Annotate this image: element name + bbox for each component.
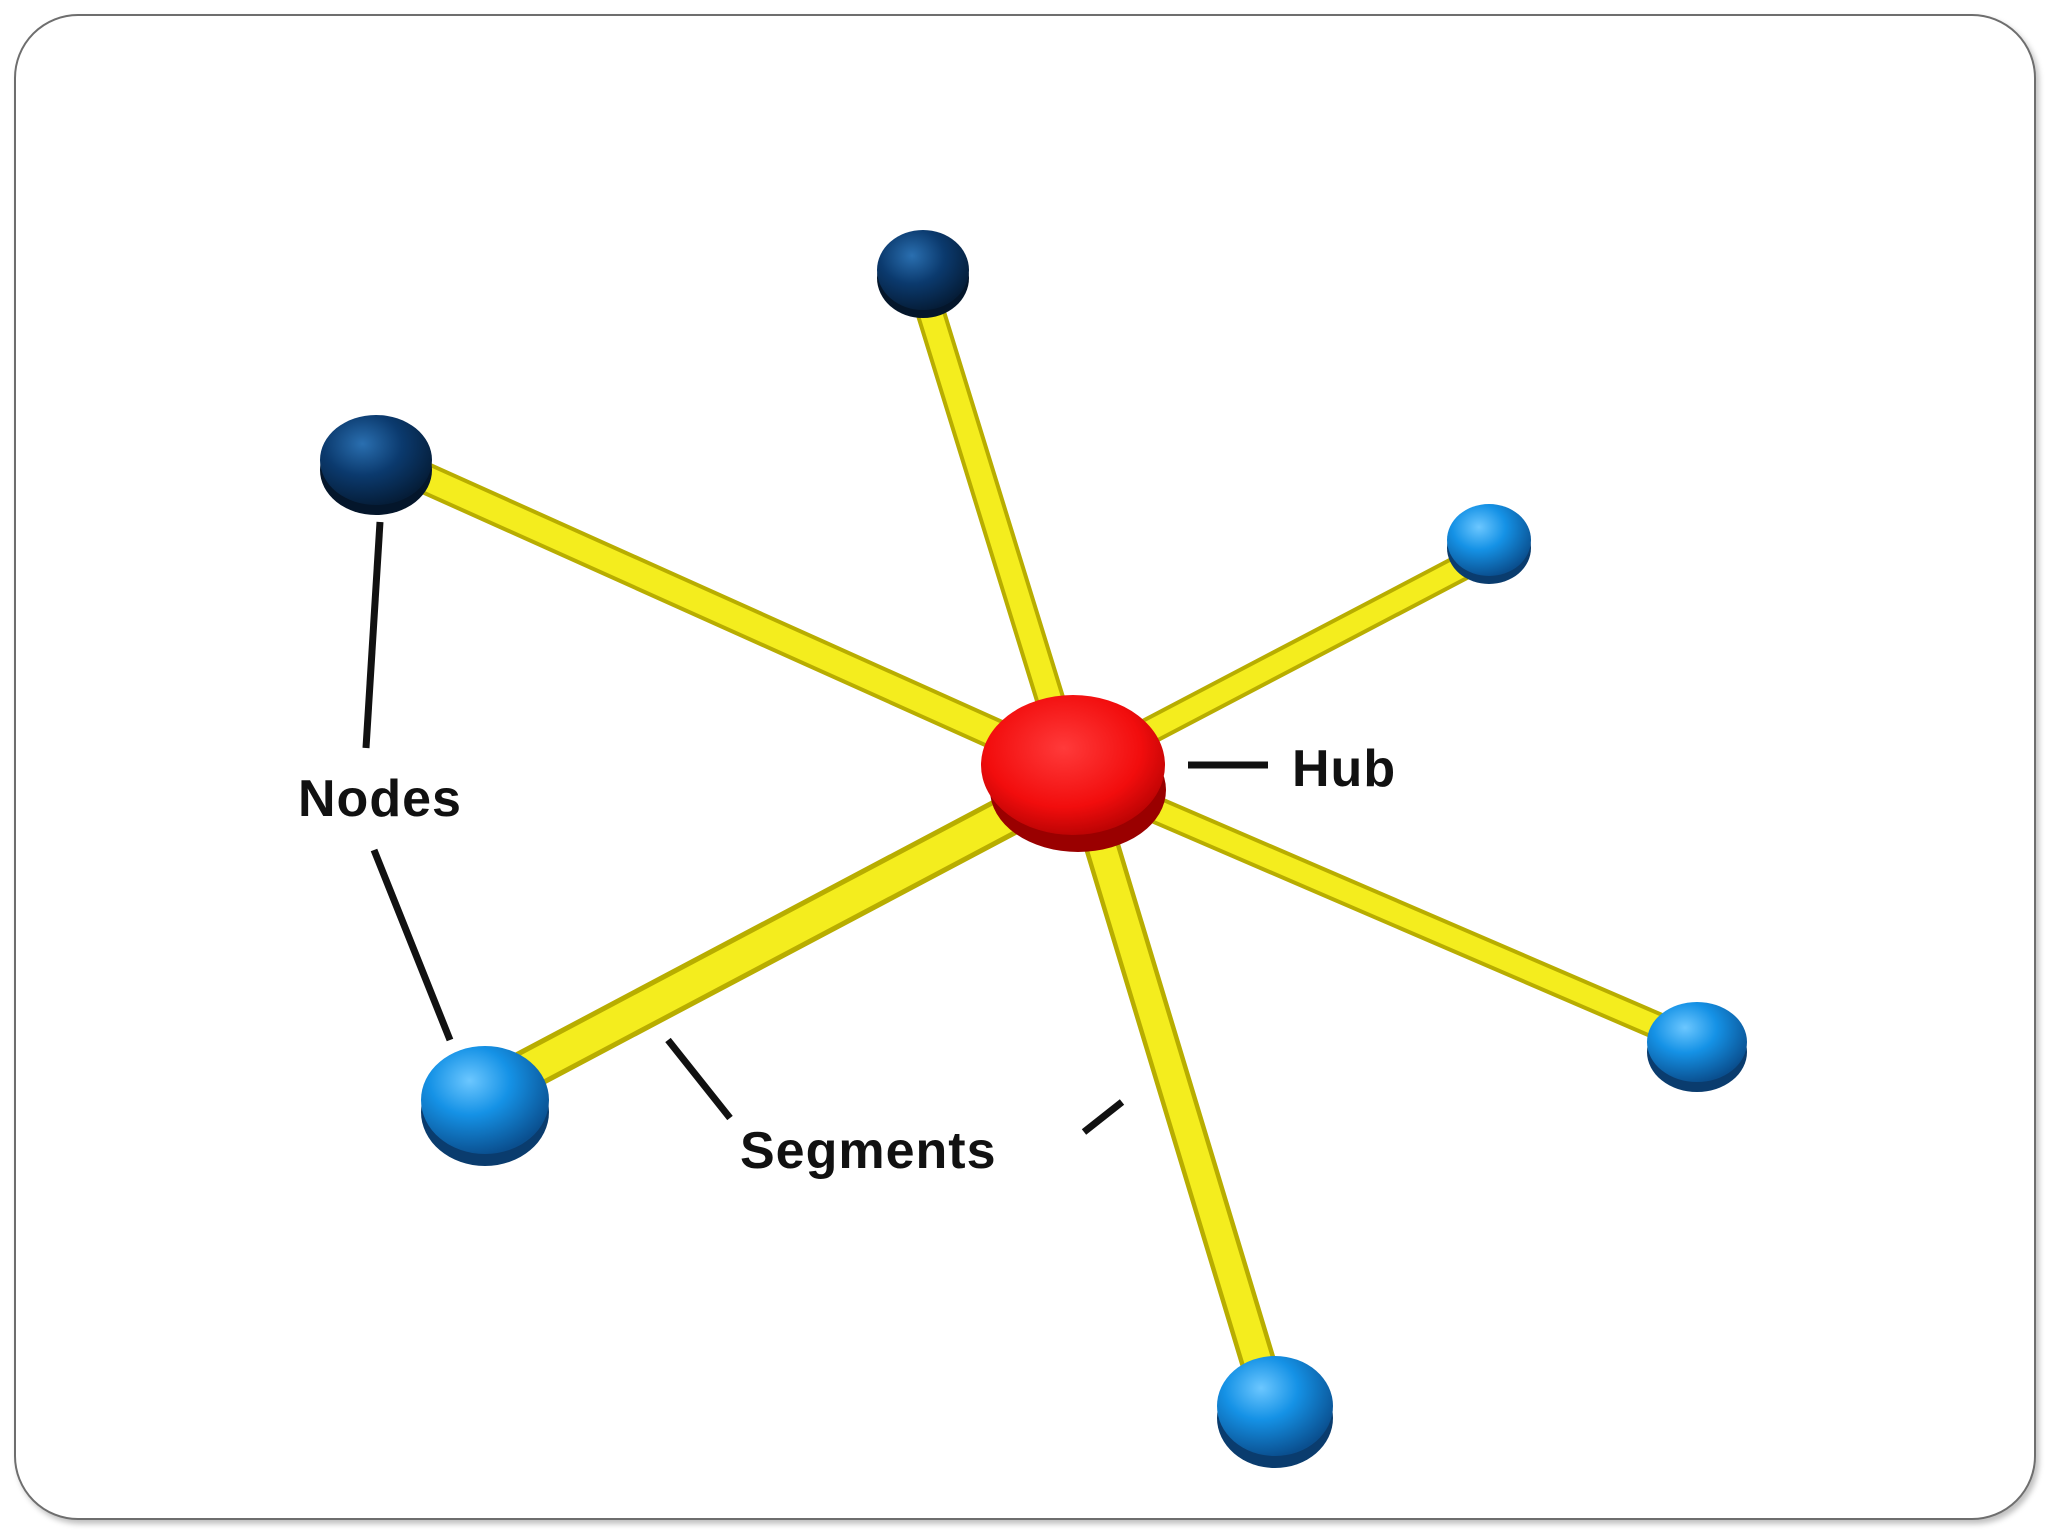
segment-upper-left: [385, 460, 1075, 770]
hub-label: Hub: [1292, 740, 1396, 798]
nodes-leader-lower: [374, 850, 450, 1040]
segments-leader-left: [668, 1040, 730, 1118]
node-right-upper: [1447, 504, 1531, 584]
nodes-label: Nodes: [298, 770, 462, 828]
segment-bottom: [1085, 790, 1265, 1385]
node-top: [877, 230, 969, 318]
nodes-leader-upper: [366, 522, 380, 748]
node-right-lower: [1647, 1002, 1747, 1092]
node-lower-left: [421, 1046, 549, 1166]
nodes-group: [320, 230, 1747, 1468]
segments-leader-right: [1084, 1102, 1122, 1132]
node-upper-left: [320, 415, 432, 515]
segment-lower-left: [480, 780, 1075, 1095]
segments-label: Segments: [740, 1122, 997, 1180]
node-bottom: [1217, 1356, 1333, 1468]
